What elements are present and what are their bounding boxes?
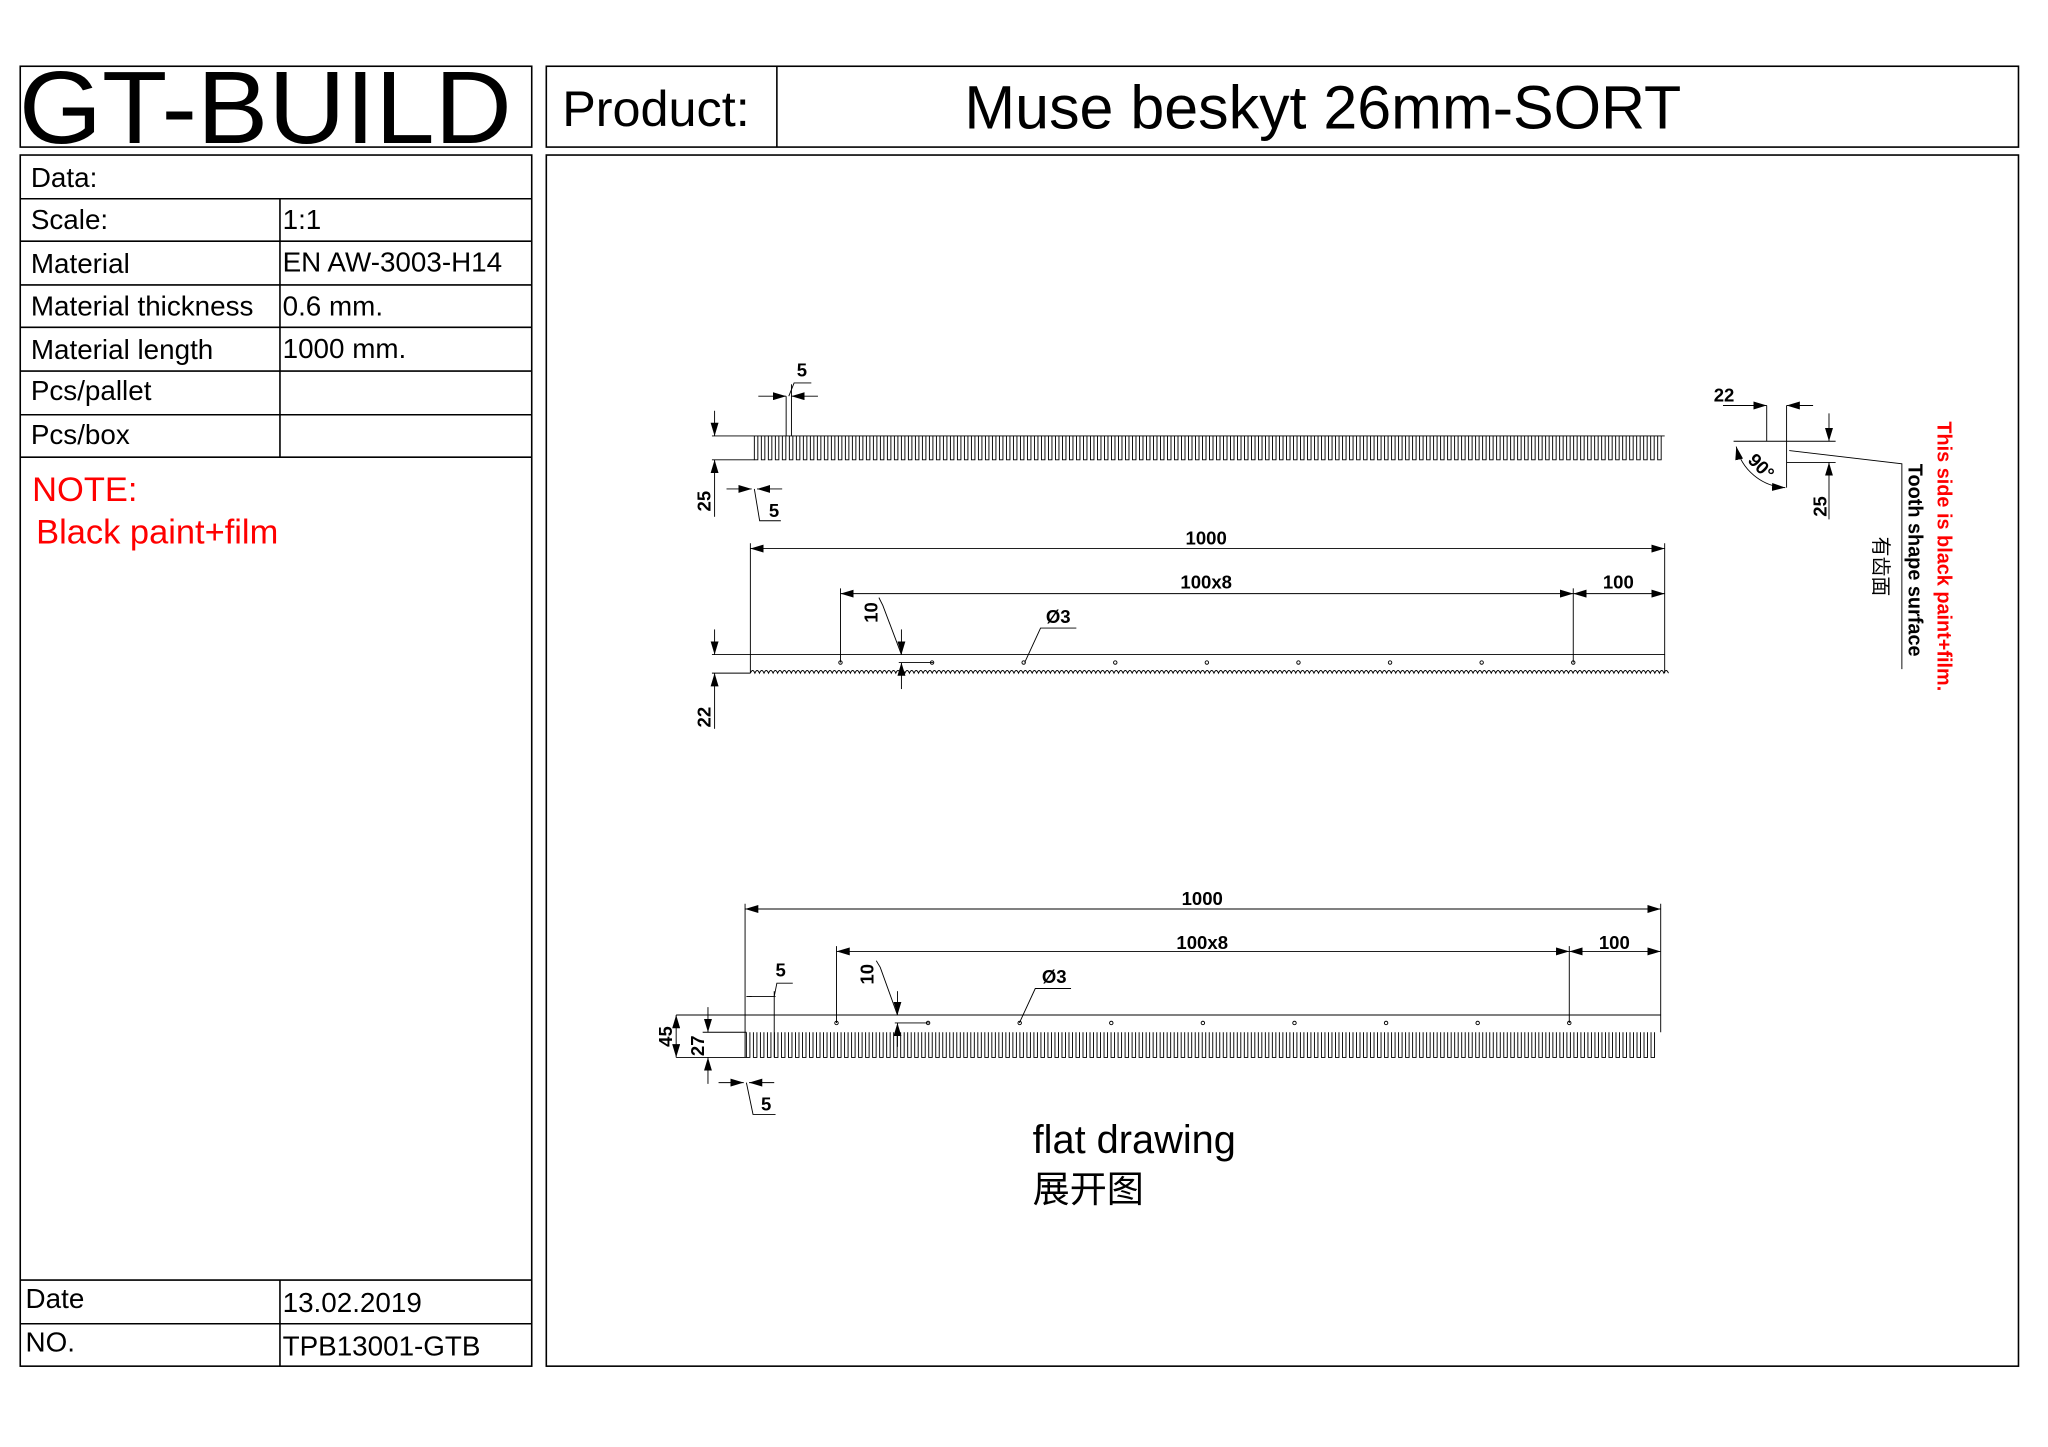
comb-teeth [753,435,1662,461]
number-value: TPB13001-GTB [283,1331,481,1362]
hole [1200,1020,1206,1026]
date-value: 13.02.2019 [283,1287,422,1318]
dim-hole-diameter: Ø3 [1046,606,1071,627]
hole [1109,1020,1114,1026]
dim-hole-offset: 10 [861,602,882,623]
hole [838,660,843,665]
flat-dim-tooth-height: 27 [687,1035,708,1056]
flat-dim-end-spacing: 100 [1599,932,1630,953]
logo: GT-BUILD [19,49,512,165]
dim-height-22: 22 [694,707,715,728]
dim-profile-height: 25 [1809,496,1830,517]
hole [1296,660,1301,665]
number-label: NO. [26,1327,75,1358]
date-label: Date [26,1283,85,1314]
length-label: Material length [31,334,213,365]
flat-dim-tooth-gap: 5 [761,1093,771,1114]
dim-length-1000: 1000 [1186,528,1227,549]
hole [1383,1020,1389,1026]
hole [1571,660,1576,665]
flat-caption-cn: 展开图 [1033,1168,1144,1210]
hole [1387,660,1393,665]
flat-holes [834,1020,1572,1026]
dim-profile-width: 22 [1714,385,1735,406]
product-title: Muse beskyt 26mm-SORT [964,74,1681,142]
material-value: EN AW-3003-H14 [283,247,503,278]
hole [1479,660,1484,665]
hole [1567,1020,1572,1026]
flat-dim-length: 1000 [1182,888,1223,909]
hole [834,1020,839,1026]
dim-angle: 90° [1744,449,1779,484]
hole [1113,660,1118,665]
scale-value: 1:1 [283,204,322,235]
flat-dim-hole-diameter: Ø3 [1042,966,1067,987]
hole [1204,660,1210,665]
data-label: Data: [31,162,97,193]
hole [1475,1020,1480,1026]
pcs-box-label: Pcs/box [31,419,130,450]
logo-box: GT-BUILD [19,49,533,165]
dim-tooth-gap: 5 [769,500,779,521]
info-table: Data: Scale: 1:1 Material EN AW-3003-H14… [19,154,533,1367]
tooth-surface-label: Tooth shape surface [1903,464,1925,657]
holes [838,660,1576,665]
flat-dim-hole-spacing: 100x8 [1176,932,1228,953]
material-label: Material [31,248,130,279]
profile-view: 22 90° 25 Tooth shape surface 有齿面 This s… [1714,385,1955,692]
dim-end-spacing: 100 [1603,571,1634,592]
note-title: NOTE: [32,471,137,509]
hole [1021,660,1026,665]
flat-caption: flat drawing [1033,1118,1236,1162]
dim-hole-spacing: 100x8 [1180,571,1232,592]
length-value: 1000 mm. [283,333,407,364]
flat-dim-tooth-width: 5 [776,960,786,981]
dim-height-25: 25 [694,491,715,512]
flat-view: 1000 100x8 100 10 Ø3 45 27 5 5 flat draw… [655,888,1662,1210]
side-view: 1000 100x8 100 10 Ø3 22 [694,528,1669,729]
dim-tooth-width: 5 [797,359,807,380]
tooth-surface-label-cn: 有齿面 [1869,537,1891,597]
paint-note: This side is black paint+film. [1933,421,1955,691]
note-text: Black paint+film [36,513,278,551]
pcs-pallet-label: Pcs/pallet [31,375,152,406]
drawing-frame [545,154,2020,1367]
scale-label: Scale: [31,204,108,235]
product-box: Product: Muse beskyt 26mm-SORT [545,65,2020,148]
top-comb-view: 25 5 5 [694,359,1665,522]
product-label: Product: [562,80,750,137]
tooth-edge [749,670,1669,675]
thickness-label: Material thickness [31,290,254,321]
thickness-value: 0.6 mm. [283,290,383,321]
flat-dim-total-height: 45 [655,1026,676,1047]
flat-comb-teeth [745,1032,1656,1058]
hole [1292,1020,1297,1026]
flat-dim-hole-offset: 10 [857,964,878,985]
